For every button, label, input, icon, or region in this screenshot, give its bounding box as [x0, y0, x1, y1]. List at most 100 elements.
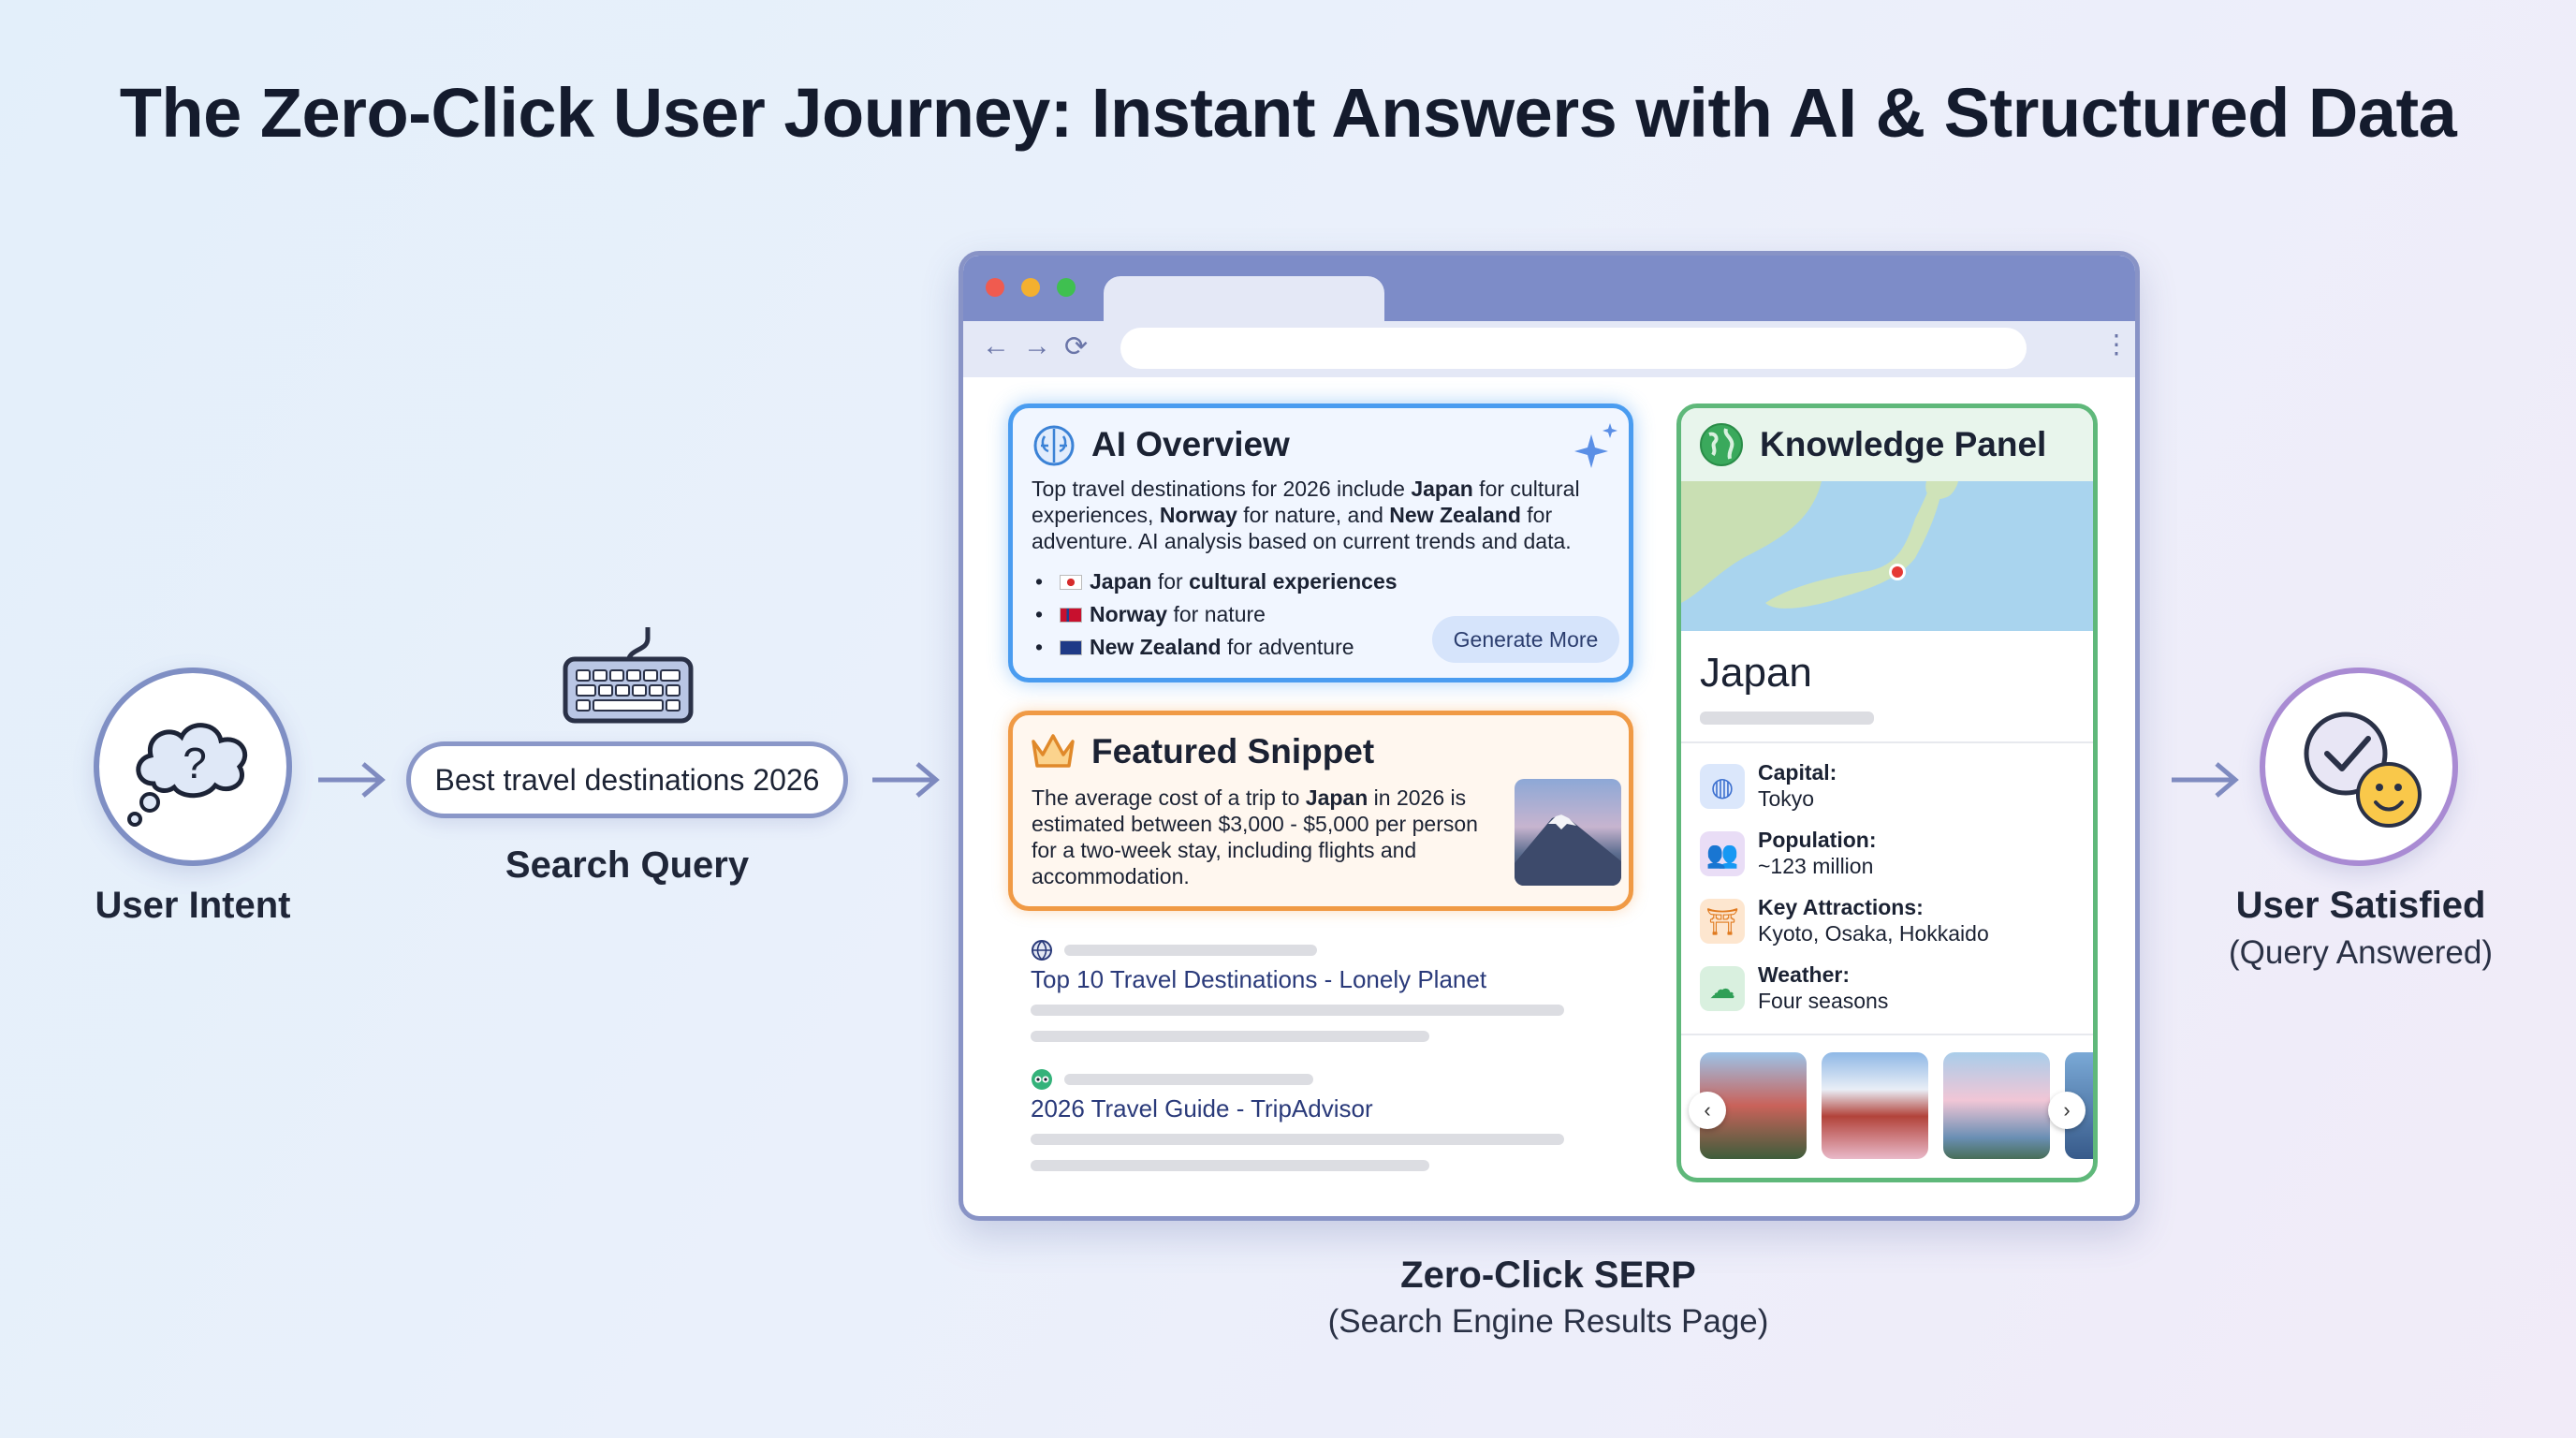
bullet-rest: for [1151, 569, 1190, 594]
featured-snippet-title: Featured Snippet [1091, 732, 1375, 770]
generate-more-button[interactable]: Generate More [1432, 616, 1619, 663]
serp-sublabel: (Search Engine Results Page) [1327, 1303, 1769, 1340]
carousel-next-icon[interactable]: › [2048, 1092, 2086, 1129]
sparkle-icon [1574, 423, 1617, 468]
arrow-right-icon [318, 762, 386, 798]
page-title: The Zero-Click User Journey: Instant Ans… [119, 74, 2457, 152]
browser-window: ← → ⟳ ⋮ AI Overview Top travel destinati… [959, 251, 2140, 1221]
bullet-item: Norway for nature [1032, 598, 1398, 631]
mountain-icon [1515, 814, 1621, 886]
placeholder-line [1031, 1005, 1564, 1016]
japan-map[interactable] [1681, 481, 2093, 631]
text-part-bold: New Zealand [1389, 503, 1521, 527]
arrow-right-icon [872, 762, 940, 798]
menu-kebab-icon[interactable]: ⋮ [2103, 330, 2130, 359]
bullet-bold: New Zealand [1090, 635, 1222, 659]
kp-row-attractions: ⛩ Key Attractions: Kyoto, Osaka, Hokkaid… [1700, 895, 2093, 957]
text-part: for nature, and [1237, 503, 1390, 527]
search-query-box: Best travel destinations 2026 [406, 741, 848, 818]
text-part: The average cost of a trip to [1032, 785, 1306, 810]
bullet-rest: for adventure [1221, 635, 1354, 659]
entity-name: Japan [1700, 650, 1812, 696]
kp-value: Tokyo [1758, 786, 1815, 811]
result-link[interactable]: 2026 Travel Guide - TripAdvisor [1031, 1094, 1373, 1123]
user-satisfied-node [2260, 668, 2458, 866]
checkmark-smiley-icon [2304, 712, 2422, 828]
serp-label: Zero-Click SERP [1400, 1255, 1696, 1296]
carousel-prev-icon[interactable]: ‹ [1689, 1092, 1726, 1129]
arrow-right-icon [2172, 762, 2239, 798]
ai-overview-card: AI Overview Top travel destinations for … [1008, 404, 1633, 682]
user-satisfied-sublabel: (Query Answered) [2228, 934, 2494, 971]
kp-label: Weather: [1758, 962, 1850, 987]
weather-icon: ☁ [1700, 966, 1745, 1011]
kp-value: ~123 million [1758, 854, 1874, 878]
keyboard-icon [563, 627, 694, 724]
mount-fuji-image [1515, 779, 1621, 886]
text-part-bold: Norway [1159, 503, 1237, 527]
text-part: for adventure. AI analysis based on curr… [1032, 503, 1572, 553]
featured-snippet-text: The average cost of a trip to Japan in 2… [1032, 785, 1500, 889]
text-part: for cultural experiences, [1032, 477, 1580, 527]
ai-overview-text: Top travel destinations for 2026 include… [1032, 476, 1612, 554]
japan-flag-icon [1060, 575, 1082, 590]
ai-overview-bullets: Japan for cultural experiences Norway fo… [1032, 565, 1398, 664]
placeholder-line [1031, 1160, 1429, 1171]
kp-label: Population: [1758, 828, 1877, 852]
tripadvisor-icon [1032, 1069, 1052, 1090]
new-zealand-flag-icon [1060, 640, 1082, 655]
kp-value: Four seasons [1758, 989, 1889, 1013]
map-illustration [1681, 481, 1958, 609]
kp-row-capital: ◍ Capital: Tokyo [1700, 760, 2093, 822]
gallery-image-fuji-pagoda[interactable] [1822, 1052, 1928, 1159]
result-link[interactable]: Top 10 Travel Destinations - Lonely Plan… [1031, 965, 1487, 993]
kp-label: Capital: [1758, 760, 1837, 785]
kp-row-population: 👥 Population: ~123 million [1700, 828, 2093, 889]
text-part-bold: Japan [1411, 477, 1473, 501]
back-icon[interactable]: ← [982, 330, 1010, 361]
text-part: Top travel destinations for 2026 include [1032, 477, 1412, 501]
globe-icon [1032, 940, 1052, 961]
bullet-item: Japan for cultural experiences [1032, 565, 1398, 598]
divider [1681, 1034, 2093, 1035]
placeholder-line [1064, 945, 1317, 956]
text-part: in 2026 is estimated between $3,000 - $5… [1032, 785, 1478, 888]
bullet-bold: Japan [1090, 569, 1152, 594]
placeholder-line [1031, 1031, 1429, 1042]
globe-icon: ◍ [1700, 764, 1745, 809]
minimize-dot-icon[interactable] [1021, 278, 1040, 297]
user-satisfied-label: User Satisfied [2235, 885, 2486, 926]
forward-icon[interactable]: → [1023, 330, 1051, 361]
maximize-dot-icon[interactable] [1057, 278, 1076, 297]
placeholder-line [1064, 1074, 1313, 1085]
thought-bubble-icon: ? [127, 723, 247, 827]
gallery-image-cherry-river[interactable] [1943, 1052, 2050, 1159]
placeholder-line [1031, 1134, 1564, 1145]
ai-overview-title: AI Overview [1091, 425, 1290, 463]
reload-icon[interactable]: ⟳ [1064, 331, 1089, 362]
close-dot-icon[interactable] [986, 278, 1004, 297]
norway-flag-icon [1060, 608, 1082, 623]
brain-icon [1033, 425, 1075, 466]
text-part-bold: Japan [1305, 785, 1368, 810]
kp-row-weather: ☁ Weather: Four seasons [1700, 962, 2093, 1024]
placeholder-line [1700, 712, 1874, 725]
crown-icon [1032, 734, 1075, 768]
people-icon: 👥 [1700, 831, 1745, 876]
knowledge-panel-header [1681, 408, 2093, 481]
search-query-label: Search Query [505, 844, 750, 886]
map-pin-icon [1889, 564, 1906, 580]
bullet-item: New Zealand for adventure [1032, 631, 1398, 664]
earth-icon [1700, 423, 1743, 466]
torii-icon: ⛩ [1700, 899, 1745, 944]
knowledge-panel-card: Knowledge Panel Japan ◍ Capital: Tokyo 👥… [1676, 404, 2098, 1182]
knowledge-panel-title: Knowledge Panel [1760, 425, 2047, 463]
kp-value: Kyoto, Osaka, Hokkaido [1758, 921, 1989, 946]
address-bar[interactable] [1120, 328, 2027, 369]
user-intent-label: User Intent [95, 885, 291, 926]
bullet-rest-bold: cultural experiences [1189, 569, 1398, 594]
kp-label: Key Attractions: [1758, 895, 1924, 919]
user-intent-node: ? [94, 668, 292, 866]
featured-snippet-card: Featured Snippet The average cost of a t… [1008, 711, 1633, 911]
bullet-bold: Norway [1090, 602, 1168, 626]
